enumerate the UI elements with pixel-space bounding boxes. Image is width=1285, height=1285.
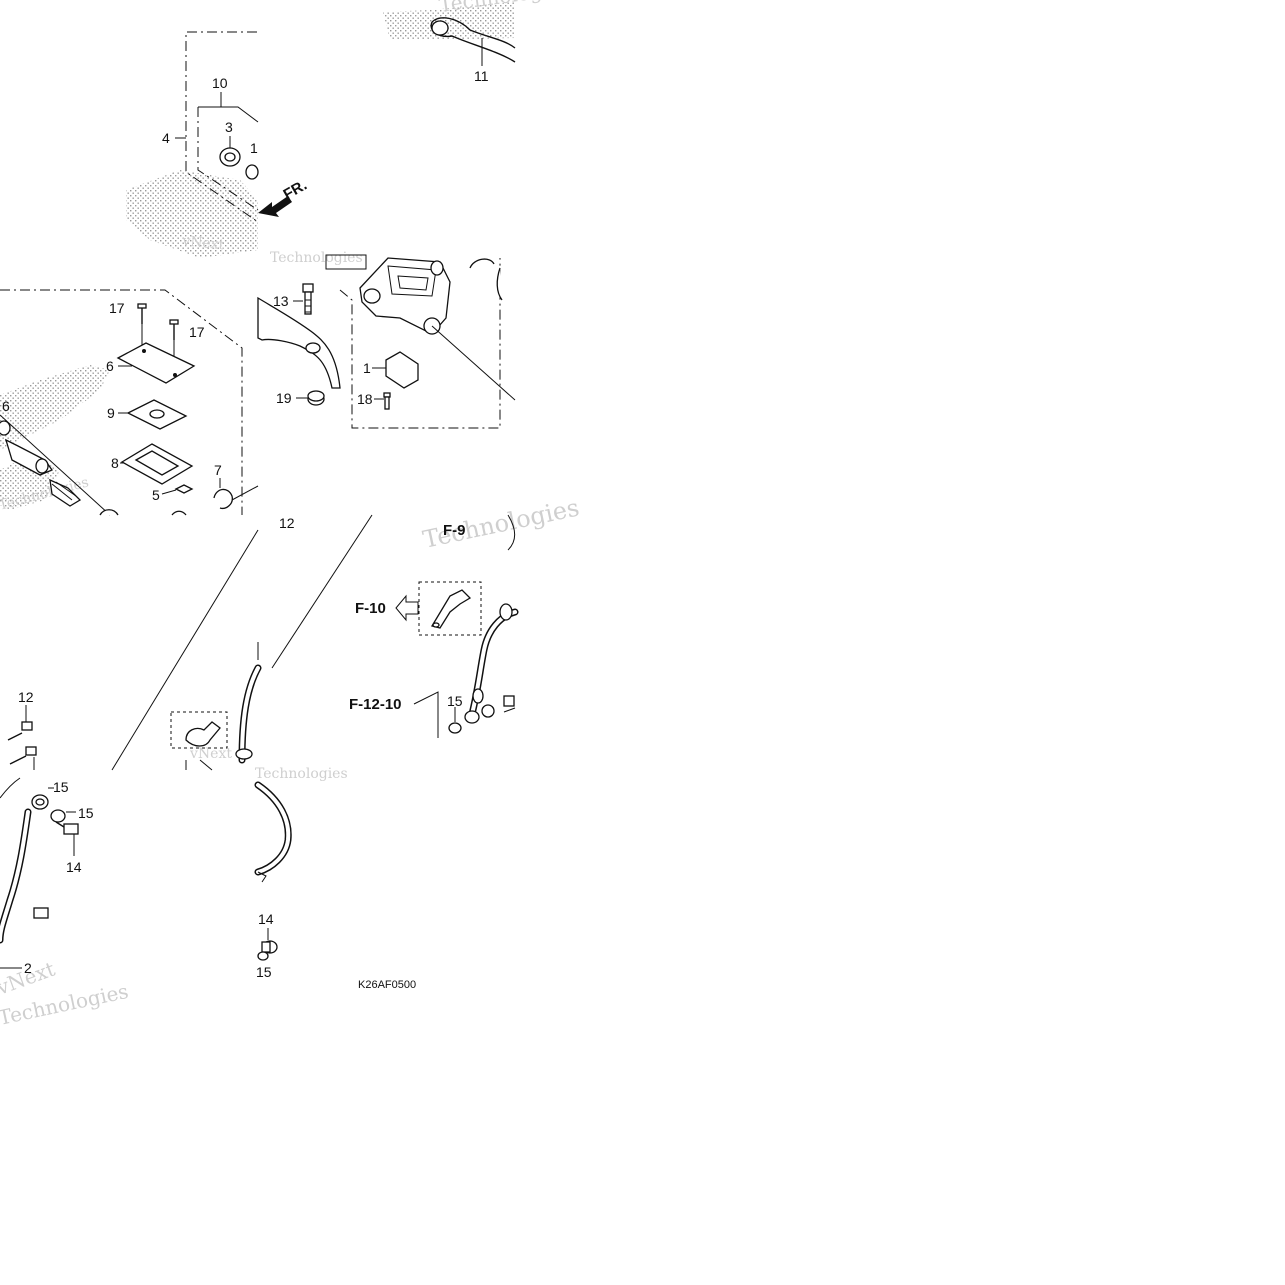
callout-8: 8 <box>111 455 119 471</box>
master-cylinder-internals <box>0 289 259 516</box>
master-cylinder-body <box>257 254 516 429</box>
callout-6b: 6 <box>2 398 10 414</box>
svg-text:vNext: vNext <box>181 233 226 253</box>
washer-15-part <box>448 722 462 734</box>
piston-assembly-part <box>4 438 82 507</box>
callout-15b: 15 <box>53 779 69 795</box>
watermark-stipple <box>0 2 515 510</box>
brake-switch-part <box>385 351 419 389</box>
callout-11: 11 <box>474 68 489 84</box>
callout-14a: 14 <box>66 859 82 875</box>
callout-10: 10 <box>212 75 228 91</box>
reservoir-screw-part <box>137 303 147 324</box>
callout-7: 7 <box>214 462 222 478</box>
hose-routing-right <box>271 514 519 738</box>
callout-15c: 15 <box>78 805 94 821</box>
bolt-12-part <box>7 721 33 741</box>
lever-pivot-group: 1 FR. <box>175 31 310 223</box>
bolt-14b-part <box>261 940 278 954</box>
hose-clamp-part <box>185 721 221 747</box>
lower-hose-right <box>254 781 292 961</box>
washer-15c-part <box>50 809 66 823</box>
bolt-12b-part <box>9 746 37 765</box>
callout-15d: 15 <box>256 964 272 980</box>
diagram-code: K26AF0500 <box>358 979 416 991</box>
callout-12b: 12 <box>279 515 295 531</box>
front-direction-arrow: FR. <box>258 177 310 217</box>
callout-2: 2 <box>24 960 32 976</box>
lever-pivot-nut-part <box>213 488 233 510</box>
f10-arrow-icon <box>395 594 419 622</box>
pivot-collar-part <box>219 147 241 167</box>
bolt-14-part <box>55 821 79 835</box>
callout-19: 19 <box>276 390 292 406</box>
callout-1: 1 <box>363 360 371 376</box>
callout-17b: 17 <box>189 324 205 340</box>
reservoir-screw-part <box>169 319 179 340</box>
group-outline-4 <box>185 31 259 223</box>
cup-clip-part <box>174 484 194 494</box>
lower-hose-left <box>0 777 79 969</box>
callout-5: 5 <box>152 487 160 503</box>
reservoir-cap-part <box>116 342 196 384</box>
callout-12a: 12 <box>18 689 34 705</box>
boot-part <box>0 420 11 436</box>
callout-13: 13 <box>273 293 289 309</box>
callout-3: 3 <box>225 119 233 135</box>
pivot-bolt-13-part <box>302 283 314 315</box>
brake-lever-part <box>430 17 516 63</box>
svg-text:Technologies: Technologies <box>270 250 363 266</box>
callout-6a: 6 <box>106 358 114 374</box>
hose-routing-left <box>7 529 262 771</box>
callout-14b: 14 <box>258 911 274 927</box>
ref-f9[interactable]: F-9 <box>443 522 466 539</box>
callout-4: 4 <box>162 130 170 146</box>
callout-17a: 17 <box>109 300 125 316</box>
callout-18: 18 <box>357 391 373 407</box>
switch-screw-part <box>383 392 391 410</box>
hose-guide-part <box>430 589 472 629</box>
svg-text:vNext: vNext <box>189 746 232 762</box>
nut-19-part <box>307 390 325 406</box>
svg-text:1: 1 <box>250 140 258 156</box>
callout-15a: 15 <box>447 693 463 709</box>
ref-f12-10[interactable]: F-12-10 <box>349 696 402 713</box>
svg-text:Technologies: Technologies <box>255 766 348 782</box>
lever-arm-part <box>257 296 341 389</box>
callout-9: 9 <box>107 405 115 421</box>
pivot-bolt-part <box>245 164 259 180</box>
ref-f10[interactable]: F-10 <box>355 600 386 617</box>
